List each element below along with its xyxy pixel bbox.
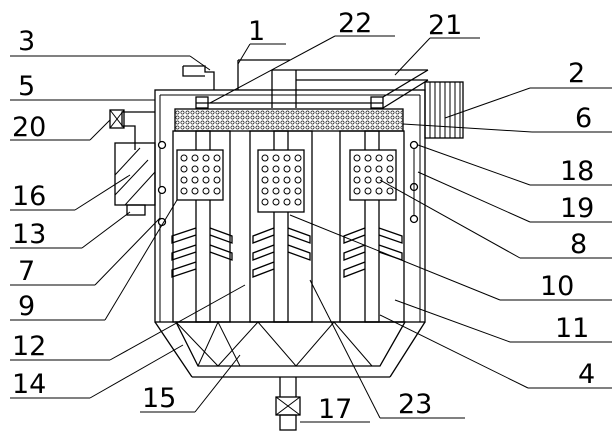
outlet-valve [275,377,301,431]
label-7: 7 [18,256,35,287]
leader-lines [10,35,612,423]
bottom-hopper [154,320,426,378]
label-3: 3 [18,26,35,57]
side-lugs [157,140,419,227]
label-14: 14 [12,369,46,400]
left-side-fittings [109,109,156,216]
label-1: 1 [248,16,265,47]
label-5: 5 [18,71,35,102]
nozzle-block-left [176,149,224,201]
nozzle-block-right [349,149,397,201]
label-16: 16 [12,181,46,212]
label-22: 22 [338,8,372,39]
label-8: 8 [570,229,587,260]
stirring-blades [171,227,403,278]
label-4: 4 [578,359,595,390]
label-15: 15 [142,383,176,414]
label-10: 10 [540,271,574,302]
label-12: 12 [12,331,46,362]
label-17: 17 [318,394,352,425]
label-13: 13 [12,219,46,250]
nozzle-block-center [257,149,305,213]
label-18: 18 [560,156,594,187]
label-19: 19 [560,193,594,224]
label-21: 21 [428,10,462,41]
label-23: 23 [398,389,432,420]
label-20: 20 [12,112,46,143]
reference-numerals: 1 22 21 3 2 5 20 6 16 18 13 19 7 8 10 9 … [12,8,595,425]
filter-plate [174,108,404,132]
label-9: 9 [18,291,35,322]
label-2: 2 [568,58,585,89]
label-11: 11 [555,313,589,344]
motor-block [424,81,464,139]
label-6: 6 [575,103,592,134]
top-pipe-assembly [182,59,429,109]
